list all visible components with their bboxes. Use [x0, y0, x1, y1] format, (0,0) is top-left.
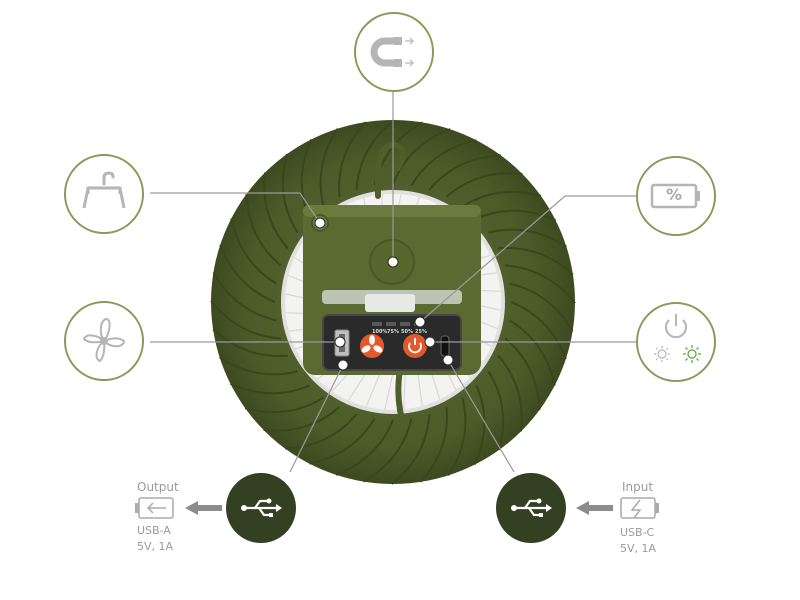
usb-input-circle	[496, 473, 566, 543]
power-brightness-feature	[636, 302, 716, 382]
battery-percent-icon	[650, 183, 700, 209]
output-port-label: USB-A	[137, 524, 171, 537]
power-button	[403, 334, 427, 358]
usb-output-icon	[241, 498, 282, 517]
output-rating-label: 5V, 1A	[137, 540, 174, 553]
magnet-feature	[354, 12, 434, 92]
input-battery-icon	[620, 497, 659, 519]
hanging-hook	[375, 141, 406, 199]
battery-percent-symbol: %	[666, 185, 683, 204]
level-75-label: 75%	[387, 329, 399, 335]
usb-output-circle	[226, 473, 296, 543]
level-50-label: 50%	[401, 329, 413, 335]
fan-feature	[64, 301, 144, 381]
brightness-high-icon	[683, 345, 701, 363]
brightness-low-icon	[654, 346, 670, 362]
output-battery-icon	[135, 497, 174, 519]
stand-wire	[395, 369, 408, 431]
hook-icon	[82, 171, 126, 209]
level-25-label: 25%	[415, 329, 427, 335]
input-port-label: USB-C	[620, 526, 655, 539]
callout-lines	[150, 92, 636, 473]
usb-input-icon	[511, 498, 552, 517]
fan-blades	[210, 119, 576, 485]
power-brightness-icon	[654, 314, 701, 363]
output-heading: Output	[137, 480, 179, 494]
input-rating-label: 5V, 1A	[620, 542, 657, 555]
battery-feature: %	[636, 156, 716, 236]
input-heading: Input	[622, 480, 654, 494]
fan-icon	[82, 317, 126, 363]
level-100-label: 100%	[372, 329, 388, 335]
hook-feature	[64, 154, 144, 234]
usb-c-port	[440, 335, 450, 357]
magnet-icon	[370, 37, 414, 67]
